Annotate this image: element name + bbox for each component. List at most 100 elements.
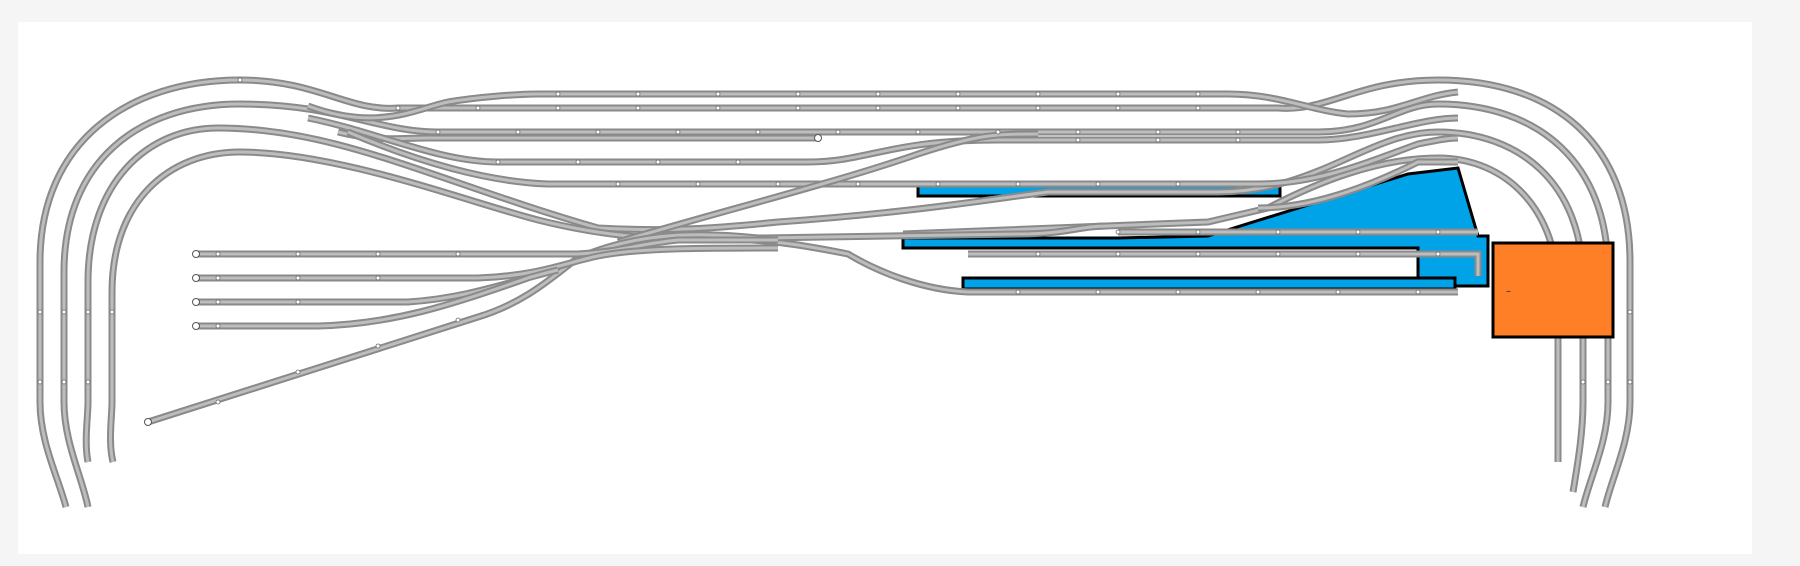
track-joint — [935, 181, 941, 187]
track-joint — [1580, 379, 1586, 385]
track-joint — [1435, 251, 1441, 257]
track-through-4-ballast — [347, 130, 1459, 186]
track-joint — [575, 159, 581, 165]
track-joint — [775, 181, 781, 187]
track-joint — [1255, 289, 1261, 295]
track-joint — [237, 77, 243, 83]
track-joint — [1195, 105, 1201, 111]
track-joint — [475, 105, 481, 111]
track-joint — [495, 159, 501, 165]
track-joint — [675, 129, 681, 135]
track-joint — [1355, 229, 1361, 235]
track-joint — [215, 399, 221, 405]
track-joint — [1155, 129, 1161, 135]
track-diagonal-spur-ballast — [147, 224, 1109, 424]
track-joint — [735, 159, 741, 165]
track-joint — [955, 91, 961, 97]
track-joint — [855, 181, 861, 187]
track-joint — [555, 91, 561, 97]
track-joint — [1035, 105, 1041, 111]
track-siding-4-ballast — [196, 276, 529, 328]
track-joint — [1335, 289, 1341, 295]
track-joint — [715, 105, 721, 111]
track-joint — [1235, 137, 1241, 143]
track-joint — [215, 323, 221, 329]
track-joint — [215, 251, 221, 257]
track-joint — [109, 309, 115, 315]
track-joint — [795, 91, 801, 97]
buffer-stop-icon[interactable] — [192, 298, 200, 306]
track-joint — [1175, 289, 1181, 295]
track-loop-inner-ballast — [108, 150, 1458, 463]
buffer-stop-icon[interactable] — [192, 322, 200, 330]
tracks-layer — [36, 76, 1634, 508]
track-joint — [615, 181, 621, 187]
track-joint — [61, 379, 67, 385]
track-diagonal-crossover-ballast — [617, 132, 1039, 244]
track-joint — [1415, 289, 1421, 295]
track-joint — [1035, 251, 1041, 257]
track-joint — [215, 299, 221, 305]
track-joint — [1095, 289, 1101, 295]
track-joint — [37, 309, 43, 315]
track-joint — [835, 129, 841, 135]
station-building[interactable] — [1491, 241, 1615, 339]
track-loop-inner[interactable] — [106, 148, 1458, 463]
track-loop-inner-right-ballast — [902, 156, 1560, 462]
track-through-1-ballast — [307, 90, 1459, 120]
track-joint — [1275, 251, 1281, 257]
track-joint — [1015, 181, 1021, 187]
track-joint — [695, 181, 701, 187]
track-joint — [295, 299, 301, 305]
track-siding-1-ballast — [196, 238, 778, 256]
track-joint — [1175, 181, 1181, 187]
track-joint — [1195, 229, 1201, 235]
track-plan-canvas: – — [18, 22, 1752, 554]
track-joint — [1605, 379, 1611, 385]
track-joint — [85, 309, 91, 315]
track-joint — [1075, 129, 1081, 135]
track-joint — [1195, 251, 1201, 257]
track-joint — [1075, 137, 1081, 143]
track-joint — [635, 91, 641, 97]
track-station-road-2[interactable] — [968, 250, 1482, 276]
track-joint — [85, 379, 91, 385]
platform-lower[interactable] — [961, 276, 1457, 291]
track-plan-diagram: – — [36, 76, 1634, 508]
track-joint — [875, 91, 881, 97]
track-joint — [755, 129, 761, 135]
track-joint — [375, 275, 381, 281]
track-joint — [1115, 105, 1121, 111]
station-building-label: – — [1506, 286, 1511, 297]
track-joint — [715, 91, 721, 97]
track-through-3-ballast — [307, 116, 1459, 164]
track-through-5-ballast — [1257, 160, 1458, 210]
track-joint — [295, 251, 301, 257]
track-joint — [1235, 129, 1241, 135]
buffer-stop-icon[interactable] — [814, 134, 822, 142]
track-joint — [955, 105, 961, 111]
track-joint — [635, 105, 641, 111]
track-joint — [1155, 137, 1161, 143]
track-joint — [61, 309, 67, 315]
track-joint — [1115, 251, 1121, 257]
track-joint — [555, 105, 561, 111]
track-loop-third-ballast — [84, 126, 1585, 493]
track-joint — [1115, 229, 1121, 235]
track-joint — [435, 129, 441, 135]
track-joint — [395, 105, 401, 111]
track-loop-outer-ballast — [38, 78, 1632, 508]
track-siding-2-ballast — [196, 246, 779, 280]
track-joint — [1035, 91, 1041, 97]
track-joint — [215, 275, 221, 281]
buffer-stop-icon[interactable] — [192, 250, 200, 258]
buffer-stop-icon[interactable] — [144, 418, 152, 426]
track-joint — [1015, 289, 1021, 295]
buildings-layer: – — [1491, 241, 1615, 339]
track-joint — [1355, 251, 1361, 257]
track-joint — [37, 379, 43, 385]
track-joint — [655, 159, 661, 165]
platform-main-concourse[interactable] — [901, 166, 1490, 288]
buffer-stop-icon[interactable] — [192, 274, 200, 282]
track-joint — [1627, 379, 1633, 385]
